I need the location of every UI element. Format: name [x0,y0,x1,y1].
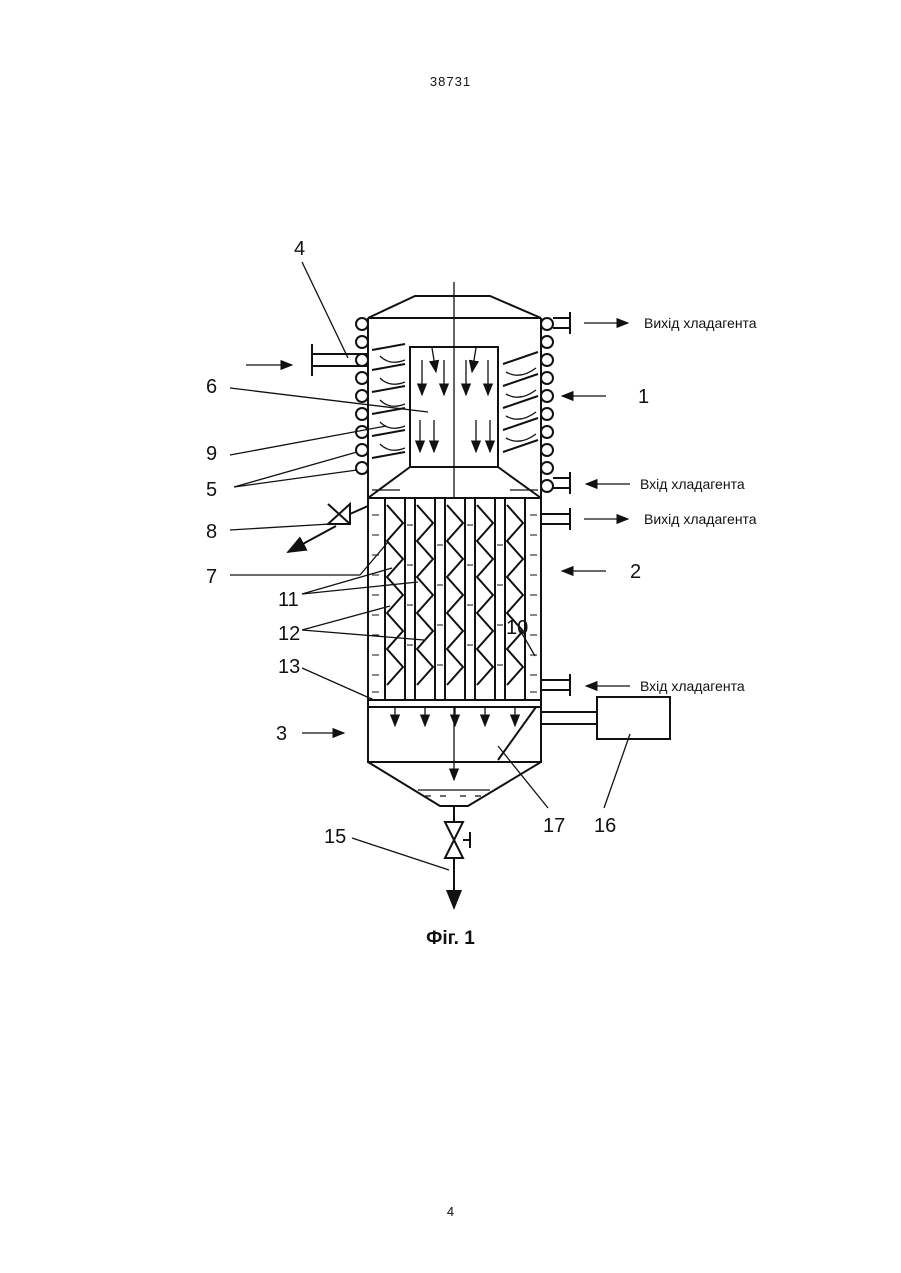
part-label-16: 16 [594,815,616,837]
page-number: 4 [0,1204,901,1219]
part-label-3: 3 [276,723,287,745]
coolant-label-top-inlet: Вхід хладагента [640,476,745,492]
flow-arrows-upper [420,348,490,452]
top-coolant-inlet-nozzle [553,472,570,494]
coolant-labels: Вихід хладагента Вхід хладагента Вихід х… [640,315,757,694]
external-device [597,697,670,739]
part-label-9: 9 [206,443,217,465]
part-label-11: 11 [278,589,299,611]
tubes [385,498,525,700]
mid-coolant-outlet-nozzle [541,508,570,530]
upper-section [246,282,630,498]
tube-section [288,498,630,700]
part-label-5: 5 [206,479,217,501]
coolant-label-top-outlet: Вихід хладагента [644,315,757,331]
part-label-12: 12 [278,623,300,645]
part-label-7: 7 [206,566,217,588]
flow-arrows-lower [395,708,515,726]
coolant-label-mid-outlet: Вихід хладагента [644,511,757,527]
spiral-baffles [372,344,538,458]
part-label-6: 6 [206,376,217,398]
top-coolant-outlet-nozzle [553,312,570,334]
lower-section [368,697,670,908]
part-label-8: 8 [206,521,217,543]
part-label-13: 13 [278,656,300,678]
part-number-labels: 4 6 9 5 8 7 11 12 13 3 1 2 10 15 17 16 [206,238,649,848]
part-label-4: 4 [294,238,305,260]
bottom-coolant-inlet-nozzle [541,674,570,696]
part-label-1: 1 [638,386,649,408]
part-label-17: 17 [543,815,565,837]
inlet-pipe [246,344,368,376]
side-valve [288,504,368,552]
part-label-10: 10 [506,617,528,639]
part-label-15: 15 [324,826,346,848]
figure-caption: Фіг. 1 [0,928,901,950]
bottom-valve [445,806,470,908]
leader-lines [230,262,630,870]
coolant-label-bottom-inlet: Вхід хладагента [640,678,745,694]
part-label-2: 2 [630,561,641,583]
